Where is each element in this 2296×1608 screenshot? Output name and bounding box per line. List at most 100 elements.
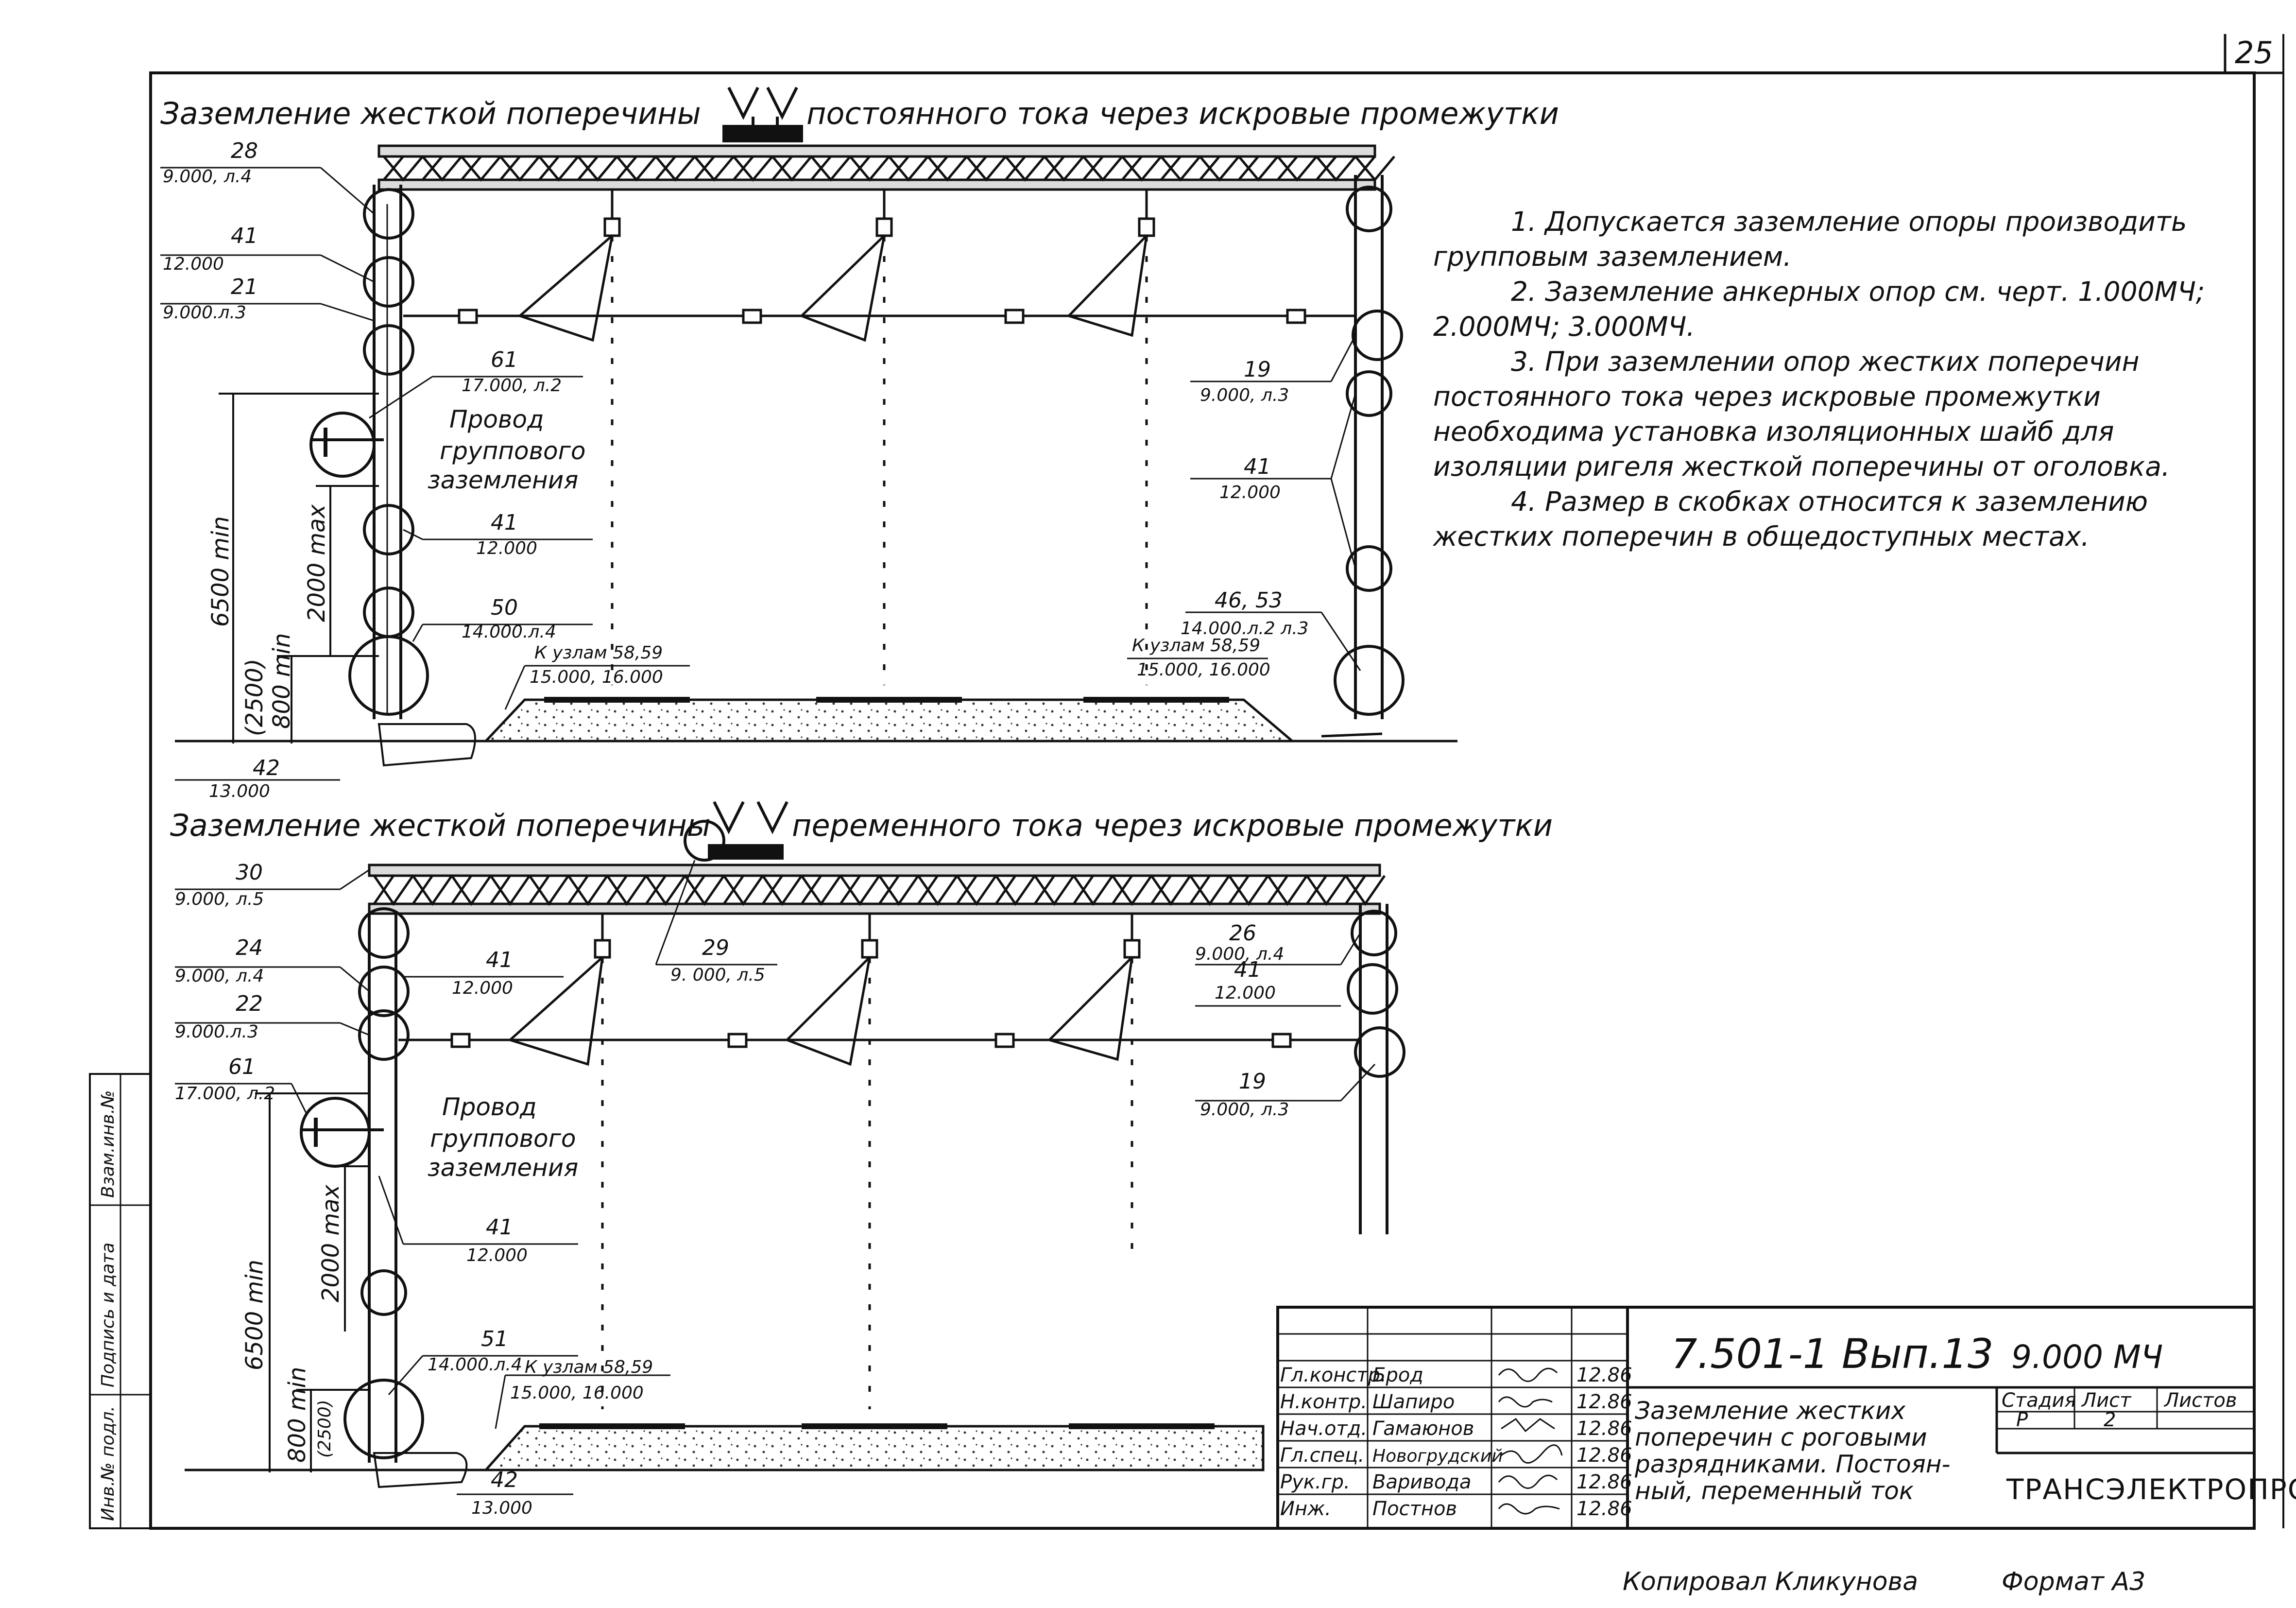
left-pole-top	[309, 185, 429, 719]
tb-doc-code: 7.501-1 Вып.13	[1671, 1330, 1993, 1378]
tb-row-4-date: 12.86	[1576, 1444, 1632, 1467]
tb-organization: ТРАНСЭЛЕКТРОПРОЕКТ	[2006, 1473, 2296, 1506]
ground-top	[175, 697, 1457, 767]
title-block	[1276, 1306, 2256, 1530]
tb-sheet-header: Лист	[2081, 1389, 2132, 1412]
tb-row-4-role: Гл.спец.	[1280, 1444, 1364, 1467]
footer-format: Формат А3	[2002, 1567, 2146, 1596]
tb-row-5-date: 12.86	[1576, 1471, 1632, 1493]
top-callout-41a-code: 12.000	[163, 254, 224, 274]
side-stamp: Инв.№ подл. Подпись и дата Взам.инв.№	[89, 1073, 152, 1529]
bottom-title-left: Заземление жесткой поперечины	[170, 808, 711, 843]
bottom-wire-label-1: Провод	[442, 1093, 537, 1121]
note-2: 2. Заземление анкерных опор см. черт. 1.…	[1433, 276, 2205, 342]
dim-bottom-total: 6500 min	[241, 1260, 268, 1370]
top-callout-61-code: 17.000, л.2	[462, 376, 562, 396]
bottom-callout-19: 19	[1239, 1069, 1266, 1094]
ground-bottom	[185, 1423, 1265, 1488]
bottom-callout-24: 24	[236, 935, 263, 960]
top-callout-41c-code: 12.000	[1219, 483, 1281, 502]
tb-row-3-role: Нач.отд.	[1280, 1418, 1367, 1440]
bottom-callout-42-code: 13.000	[471, 1498, 532, 1518]
top-wire-label-3: заземления	[428, 466, 578, 494]
bottom-title-right: переменного тока через искровые промежут…	[792, 808, 1553, 843]
dims-top	[219, 393, 379, 743]
bottom-callout-42: 42	[491, 1468, 518, 1492]
horn-gap-bottom	[684, 801, 788, 862]
truss-bottom	[368, 864, 1386, 915]
tb-doc-code2: 9.000 МЧ	[2011, 1338, 2163, 1376]
tb-row-3-date: 12.86	[1576, 1418, 1632, 1440]
tb-row-2-name: Шапиро	[1372, 1391, 1455, 1413]
tb-desc-2: поперечин с роговыми	[1635, 1423, 1927, 1452]
tb-sheet: 2	[2104, 1409, 2116, 1431]
top-callout-42: 42	[253, 756, 280, 780]
note-3: 3. При заземлении опор жестких поперечин…	[1433, 346, 2170, 482]
dim-top-mid: 2000 max	[303, 504, 330, 622]
top-callout-61: 61	[491, 347, 518, 372]
top-callout-46-53-code: 14.000.л.2 л.3	[1181, 619, 1309, 639]
stamp-inv-orig: Инв.№ подл.	[98, 1406, 118, 1521]
tb-row-6-name: Постнов	[1372, 1498, 1457, 1520]
tb-row-2-role: Н.контр.	[1280, 1391, 1367, 1413]
top-callout-41b: 41	[491, 510, 518, 535]
top-title-left: Заземление жесткой поперечины	[160, 96, 701, 131]
tb-row-6-role: Инж.	[1280, 1498, 1331, 1520]
bottom-callout-41c: 41	[486, 1215, 513, 1240]
top-callout-28: 28	[231, 138, 258, 163]
catenary-top	[403, 190, 1355, 685]
bottom-callout-41a: 41	[486, 948, 513, 972]
top-nodes-right-title: К узлам 58,59	[1132, 636, 1260, 656]
top-nodes-left-code: 15.000, 16.000	[530, 667, 663, 687]
stamp-sign-date: Подпись и дата	[98, 1243, 118, 1387]
bottom-callout-51: 51	[481, 1327, 508, 1351]
top-title-right: постоянного тока через искровые промежут…	[806, 96, 1559, 131]
tb-desc-3: разрядниками. Постоян-	[1634, 1450, 1951, 1478]
footer-copied: Копировал Кликунова	[1623, 1567, 1919, 1596]
bottom-callout-51-code: 14.000.л.4	[428, 1355, 522, 1375]
top-wire-label-2: группового	[440, 437, 586, 465]
dims-bottom	[255, 1092, 369, 1472]
tb-sheets-header: Листов	[2163, 1389, 2237, 1412]
bottom-callout-41b: 41	[1234, 957, 1261, 982]
right-pole-top	[1334, 175, 1405, 719]
bottom-wire-label-2: группового	[430, 1124, 576, 1153]
bottom-callout-29: 29	[702, 935, 729, 960]
dim-top-low: 800 min	[268, 633, 295, 729]
truss-top	[377, 144, 1395, 191]
tb-row-1-role: Гл.констр.	[1280, 1364, 1387, 1386]
top-callout-21: 21	[231, 275, 258, 299]
bottom-callout-41b-code: 12.000	[1215, 983, 1276, 1003]
leaders-top-left	[160, 167, 593, 642]
top-callout-42-code: 13.000	[209, 781, 270, 801]
bottom-callout-61: 61	[228, 1055, 256, 1079]
bottom-drawing: Заземление жесткой поперечины переменног…	[170, 801, 1553, 1518]
notes-block: 1. Допускается заземление опоры производ…	[1433, 204, 2254, 554]
top-callout-50-code: 14.000.л.4	[462, 622, 556, 642]
signatures	[1498, 1367, 1563, 1515]
tb-stage-header: Стадия	[2002, 1389, 2076, 1412]
top-nodes-right-code: 15.000, 16.000	[1137, 660, 1270, 680]
tb-row-1-date: 12.86	[1576, 1364, 1632, 1386]
bottom-callout-41a-code: 12.000	[452, 978, 513, 998]
dim-top-paren: (2500)	[241, 658, 268, 736]
note-1: 1. Допускается заземление опоры производ…	[1433, 206, 2187, 272]
dim-bottom-paren: (2500)	[315, 1400, 335, 1458]
top-wire-label-1: Провод	[449, 405, 544, 433]
top-callout-50: 50	[491, 595, 518, 620]
bottom-callout-29-code: 9. 000, л.5	[670, 965, 765, 985]
top-callout-41a: 41	[231, 224, 258, 248]
top-callout-41b-code: 12.000	[476, 538, 537, 558]
bottom-callout-26: 26	[1229, 921, 1256, 946]
top-callout-19-code: 9.000, л.3	[1200, 385, 1289, 405]
tb-stage: Р	[2016, 1409, 2028, 1431]
tb-row-5-name: Варивода	[1372, 1471, 1472, 1493]
tb-row-5-role: Рук.гр.	[1280, 1471, 1350, 1493]
note-4: 4. Размер в скобках относится к заземлен…	[1433, 486, 2148, 552]
tb-row-3-name: Гамаюнов	[1372, 1418, 1474, 1440]
tb-row-1-name: Брод	[1372, 1364, 1423, 1386]
right-pole-bottom	[1347, 904, 1405, 1234]
sheet-number: 25	[2235, 35, 2273, 70]
top-callout-19: 19	[1244, 357, 1271, 382]
